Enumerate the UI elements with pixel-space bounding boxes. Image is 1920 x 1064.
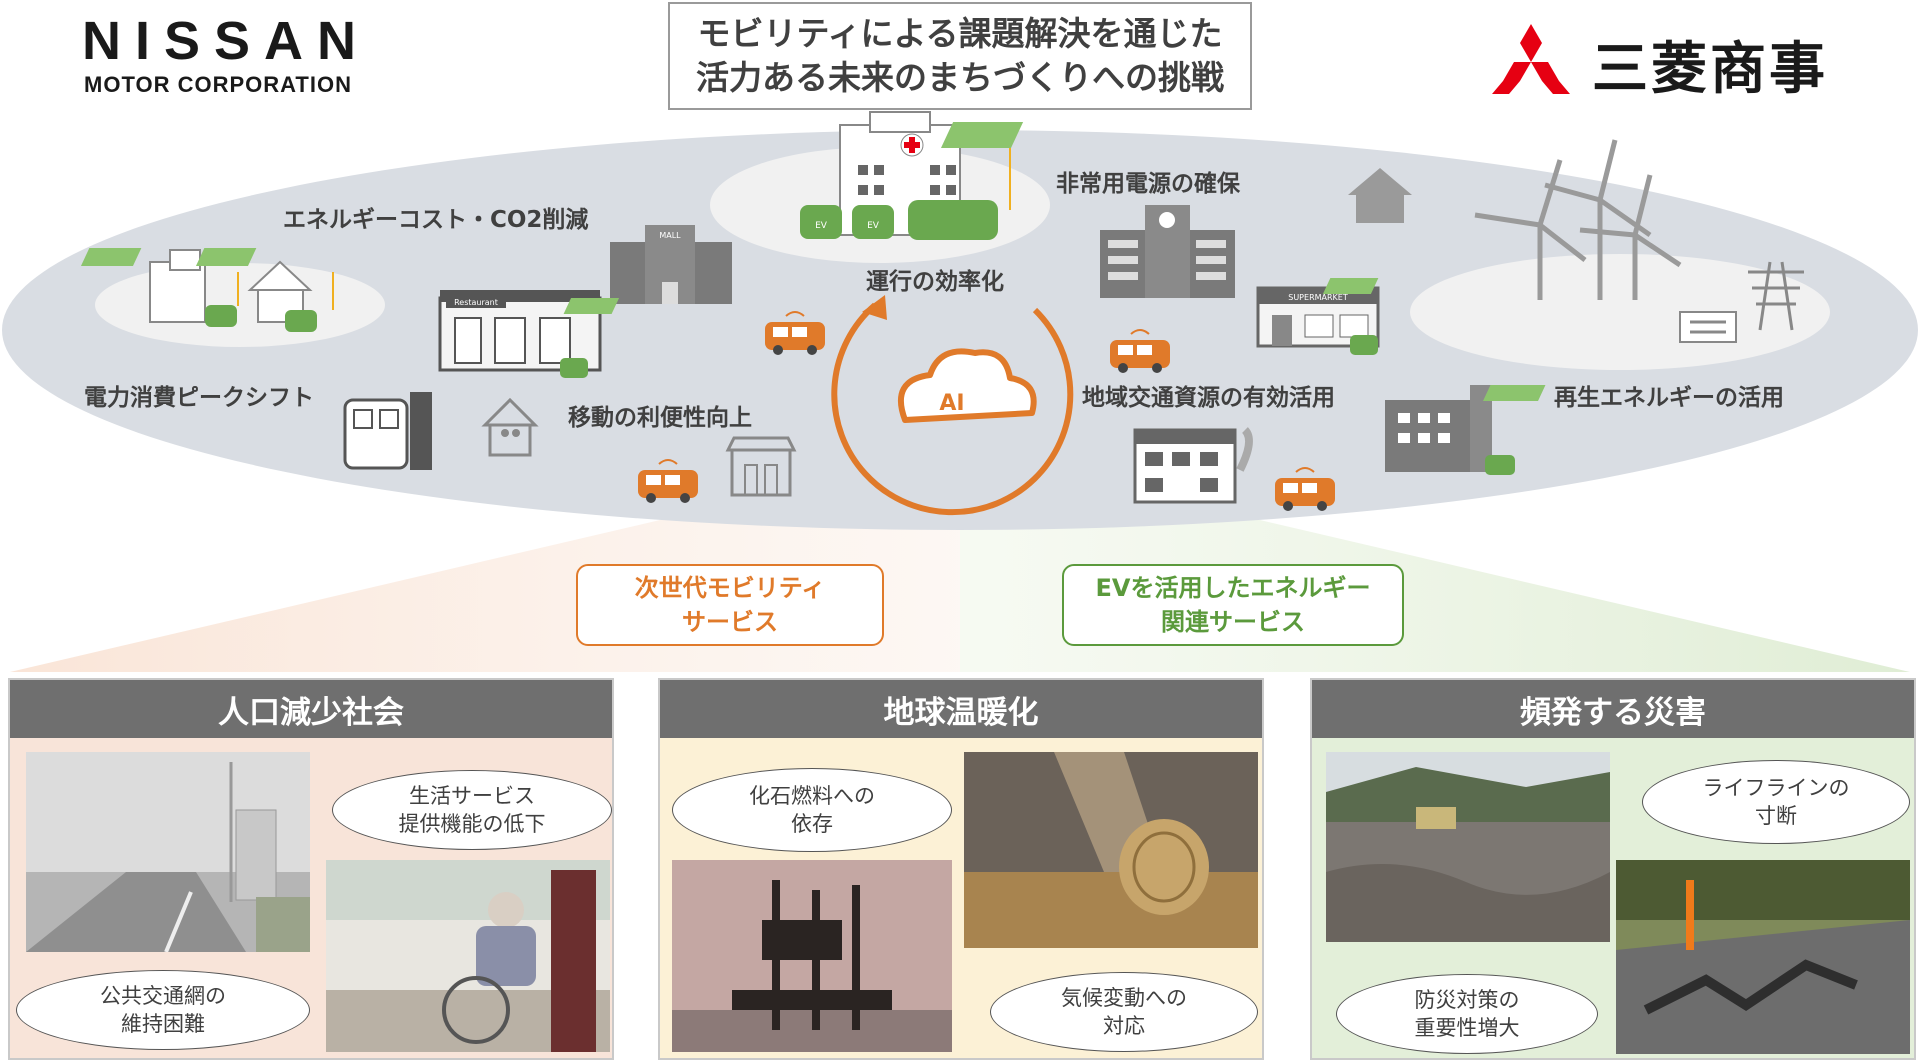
bubble-lifeline-line2: 寸断 — [1755, 804, 1797, 828]
label-energy-cost: エネルギーコスト・CO2削減 — [283, 207, 589, 233]
nissan-subtitle: MOTOR CORPORATION — [84, 72, 352, 97]
mall-sign: MALL — [659, 231, 681, 240]
foggy-bus-stop-photo — [26, 752, 310, 952]
title-line-1: モビリティによる課題解決を通じた — [697, 14, 1223, 53]
label-renewable: 再生エネルギーの活用 — [1554, 385, 1784, 411]
oil-rig-photo — [672, 860, 952, 1052]
bubble-public-transport-line1: 公共交通網の — [100, 984, 226, 1008]
label-operation: 運行の効率化 — [866, 269, 1004, 295]
bubble-public-transport: 公共交通網の 維持困難 — [16, 970, 310, 1050]
bubble-life-services-line1: 生活サービス — [409, 784, 535, 808]
apartment-icon — [1133, 427, 1253, 504]
nissan-wordmark: NISSAN — [82, 11, 371, 71]
city-ellipse-illustration: MALL Restaurant — [2, 111, 1918, 672]
bubble-lifeline: ライフラインの 寸断 — [1642, 760, 1910, 844]
bubble-public-transport-line2: 維持困難 — [121, 1012, 205, 1036]
bubble-climate-change: 気候変動への 対応 — [990, 972, 1258, 1052]
bubble-climate-change-line2: 対応 — [1103, 1014, 1145, 1038]
label-emergency: 非常用電源の確保 — [1056, 171, 1240, 197]
shop-icon — [725, 436, 797, 497]
panel-global-warming: 地球温暖化 化石燃料への 依存 気候変動への 対応 — [658, 678, 1264, 1060]
ev-label-1: EV — [815, 221, 828, 231]
wheelchair-photo — [326, 860, 610, 1052]
bubble-climate-change-line1: 気候変動への — [1061, 986, 1187, 1010]
panel-title: 頻発する災害 — [1312, 680, 1914, 738]
bubble-fossil-fuel-line2: 依存 — [791, 812, 833, 836]
bubble-fossil-fuel-line1: 化石燃料への — [749, 784, 875, 808]
energy-service-box: EVを活用したエネルギー 関連サービス — [1062, 564, 1404, 646]
ai-label: AI — [939, 391, 964, 416]
mitsubishi-corp-name: 三菱商事 — [1592, 37, 1828, 102]
van-icon-1 — [765, 311, 825, 355]
energy-service-line2: 関連サービス — [1161, 608, 1305, 636]
hay-bale-photo — [964, 752, 1258, 948]
wind-turbine-icons — [1474, 139, 1682, 300]
panel-frequent-disasters: 頻発する災害 ライフラインの 寸断 防災対策の 重要性増大 — [1310, 678, 1916, 1060]
mobility-service-box: 次世代モビリティ サービス — [576, 564, 884, 646]
train-icon — [343, 392, 432, 470]
bubble-disaster-prevention: 防災対策の 重要性増大 — [1336, 974, 1598, 1054]
van-icon-2 — [638, 459, 698, 503]
bubble-life-services-line2: 提供機能の低下 — [398, 812, 546, 836]
bubble-disaster-prevention-line1: 防災対策の — [1414, 988, 1520, 1012]
label-regional: 地域交通資源の有効活用 — [1082, 385, 1335, 411]
cracked-road-photo — [1616, 860, 1910, 1054]
energy-service-line1: EVを活用したエネルギー — [1095, 574, 1371, 602]
restaurant-sign: Restaurant — [454, 298, 498, 307]
label-peak-shift: 電力消費ピークシフト — [84, 385, 314, 411]
ev-label-2: EV — [867, 221, 880, 231]
label-mobility: 移動の利便性向上 — [568, 405, 752, 431]
panel-population-decline: 人口減少社会 生活サービス 提供機能の低下 公共交通網の 維持困難 — [8, 678, 614, 1060]
mobility-service-line2: サービス — [682, 608, 778, 636]
landslide-photo — [1326, 752, 1610, 942]
bubble-life-services: 生活サービス 提供機能の低下 — [332, 770, 612, 850]
family-home-icon — [481, 397, 539, 457]
battery-storage-icon — [1679, 311, 1737, 343]
bubble-lifeline-line1: ライフラインの — [1702, 776, 1850, 800]
bubble-fossil-fuel: 化石燃料への 依存 — [672, 768, 952, 852]
bubble-disaster-prevention-line2: 重要性増大 — [1414, 1016, 1520, 1040]
supermarket-sign: SUPERMARKET — [1288, 293, 1348, 302]
panel-title: 人口減少社会 — [10, 680, 612, 738]
panel-title: 地球温暖化 — [660, 680, 1262, 738]
mitsubishi-logo-icon — [1492, 24, 1570, 94]
house-solar-icon — [80, 248, 334, 332]
van-icon-3 — [1110, 329, 1170, 373]
supermarket-icon: SUPERMARKET — [1256, 278, 1380, 355]
title-box: モビリティによる課題解決を通じた 活力ある未来のまちづくりへの挑戦 — [668, 2, 1252, 110]
van-icon-4 — [1275, 467, 1335, 511]
ev-car-icons: EV EV — [800, 200, 998, 240]
restaurant-icon: Restaurant — [438, 290, 620, 378]
mall-icon: MALL — [610, 225, 732, 304]
house-icon — [1348, 168, 1412, 223]
title-line-2: 活力ある未来のまちづくりへの挑戦 — [696, 58, 1224, 97]
factory-icon — [1385, 385, 1546, 475]
mobility-service-line1: 次世代モビリティ — [634, 574, 826, 602]
office-building-icon — [1100, 205, 1235, 298]
power-tower-icon — [1748, 261, 1804, 331]
ai-cycle-icon: AI — [831, 295, 1074, 516]
